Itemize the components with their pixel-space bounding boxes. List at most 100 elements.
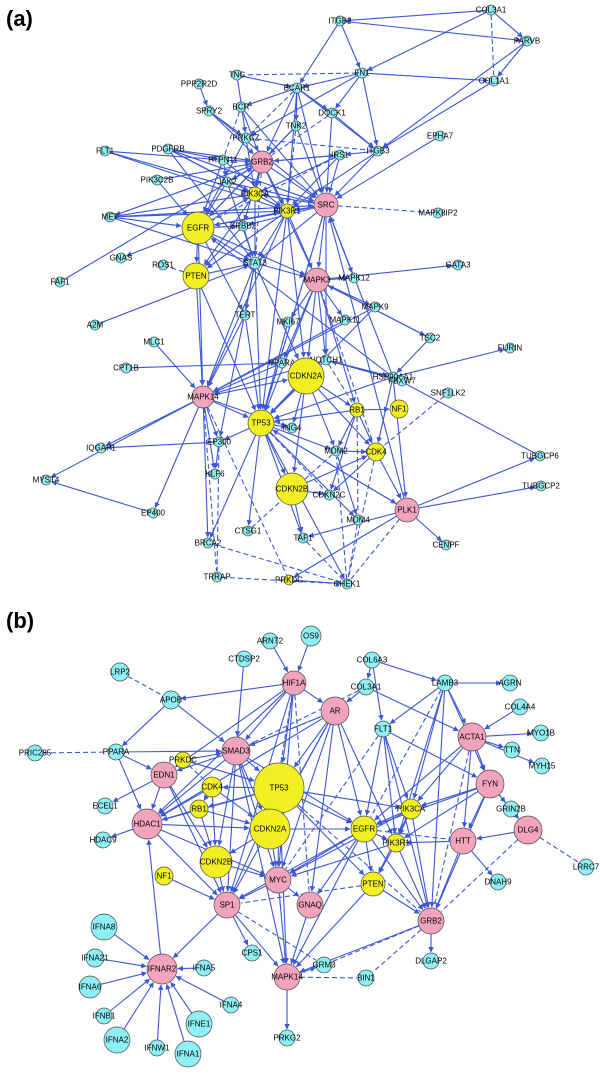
node-mdm4: MDM4 <box>346 514 370 526</box>
edge-pik3r1-pten <box>378 850 393 874</box>
node-circle <box>78 975 102 999</box>
node-circle <box>300 625 322 647</box>
node-arnt2: ARNT2 <box>257 632 284 650</box>
node-label: NF1 <box>391 405 407 414</box>
edge-dock1-itgb3 <box>335 115 374 148</box>
edge-acta1-egfr <box>374 745 462 821</box>
edge-mapk3-mki67 <box>290 289 311 318</box>
edge-tp53-ctsg1 <box>246 435 260 526</box>
node-label: CDKN2C <box>313 491 346 500</box>
node-cdkn2b: CDKN2B <box>199 845 233 879</box>
node-ifnar2: IFNAR2 <box>146 953 178 985</box>
node-label: PIK3C2B <box>141 176 174 185</box>
edge-tnk2-src <box>297 130 323 194</box>
node-label: PPARA <box>103 748 130 757</box>
node-circle <box>287 357 325 395</box>
node-edn1: EDN1 <box>150 761 178 789</box>
edge-src-mapk3 <box>316 216 326 268</box>
edge-dlg4-htt <box>476 831 515 841</box>
node-circle <box>320 696 350 726</box>
node-label: FLT1 <box>374 725 393 734</box>
node-circle <box>237 220 249 232</box>
node-circle <box>387 371 399 383</box>
edge-smad3-cdkn2b <box>217 764 235 846</box>
node-fn1: FN1 <box>354 67 370 79</box>
edge-tp53-mdm4 <box>269 431 355 517</box>
edge-fn1-dock1 <box>335 76 360 109</box>
edge-mdm2-cdk4 <box>340 448 367 455</box>
node-cdkn2b: CDKN2B <box>275 472 309 506</box>
node-circle <box>148 336 160 348</box>
edge-bcar1-prkcz <box>249 91 294 135</box>
node-label: BCR <box>233 103 250 112</box>
edge-hsp90aa1-src <box>329 216 392 373</box>
node-label: CTSG1 <box>235 527 262 536</box>
edge-rb1-tp53 <box>274 410 351 424</box>
node-label: DNAH9 <box>484 878 512 887</box>
edge-hdac1-sp1 <box>157 834 218 896</box>
node-circle <box>534 450 546 462</box>
edge-smad3-tp53 <box>246 759 260 772</box>
node-label: IFNA21 <box>81 954 109 963</box>
edge-smad3-mapk14 <box>238 764 286 964</box>
node-circle <box>239 309 251 321</box>
edge-spry2-prkcz <box>212 113 242 135</box>
edge-egfr-gnas <box>126 233 184 257</box>
node-circle <box>199 845 233 879</box>
node-label: PPP2R2D <box>181 80 218 89</box>
node-ecel1: ECEL1 <box>92 797 118 815</box>
node-spry2: SPRY2 <box>196 105 223 117</box>
node-label: PRKDC <box>275 576 303 585</box>
node-circle <box>281 670 307 696</box>
node-lrp2: LRP2 <box>110 662 131 682</box>
edge-itgb2-parvb <box>344 20 522 43</box>
node-circle <box>261 632 279 650</box>
edge-htt-dnah9 <box>470 850 493 876</box>
node-label: COL3A1 <box>476 6 507 15</box>
edge-tp53-grb2 <box>297 804 421 913</box>
edge-tp53-ep300 <box>223 427 250 441</box>
node-label: CDKN2B <box>200 858 232 867</box>
node-pik3ca: PIK3CA <box>241 186 270 202</box>
node-circle <box>323 489 335 501</box>
node-circle <box>320 354 332 366</box>
node-label: PARVB <box>514 37 540 46</box>
node-label: EP300 <box>207 438 232 447</box>
node-circle <box>304 267 330 293</box>
node-label: TSC2 <box>420 334 441 343</box>
node-label: IFNA8 <box>93 923 116 932</box>
edge-ifnar2-hdac1 <box>146 839 162 955</box>
node-circle <box>334 15 346 27</box>
node-mapk14: MAPK14 <box>187 385 219 409</box>
edge-ifna1-ifnar2 <box>165 983 185 1042</box>
edge-cdkn2a-myc <box>272 848 278 867</box>
node-label: PRKDC <box>169 756 197 765</box>
node-label: MDM2 <box>324 447 348 456</box>
node-circle <box>242 525 254 537</box>
node-circle <box>449 827 477 855</box>
edge-fn1-bcar1 <box>302 73 358 89</box>
node-label: COL3A1 <box>351 683 382 692</box>
node-circle <box>54 276 66 288</box>
node-circle <box>535 480 547 492</box>
node-label: PIK3CA <box>241 190 270 199</box>
node-circle <box>221 736 251 766</box>
edge-dock1-grb2 <box>271 115 329 156</box>
edge-pik3r1-tp53 <box>260 217 287 410</box>
edge-pik3r1-mapk3 <box>289 217 313 269</box>
edge-mapk3-mapk12 <box>328 275 349 282</box>
node-circle <box>191 385 215 409</box>
node-hif1a: HIF1A <box>281 670 307 696</box>
node-hdac9: HDAC9 <box>89 831 117 849</box>
node-circle <box>110 662 130 682</box>
node-smad3: SMAD3 <box>221 736 251 766</box>
node-circle <box>201 776 223 798</box>
node-circle <box>313 192 339 218</box>
edge-lrp2-apob <box>127 675 163 696</box>
node-circle <box>533 757 551 775</box>
node-circle <box>315 956 333 974</box>
edge-pik3ca-pik3r1 <box>260 196 281 208</box>
node-ppara: PPARA <box>103 743 130 761</box>
edge-tp53-ing4 <box>273 423 287 429</box>
edge-acta1-ttn <box>485 740 504 749</box>
